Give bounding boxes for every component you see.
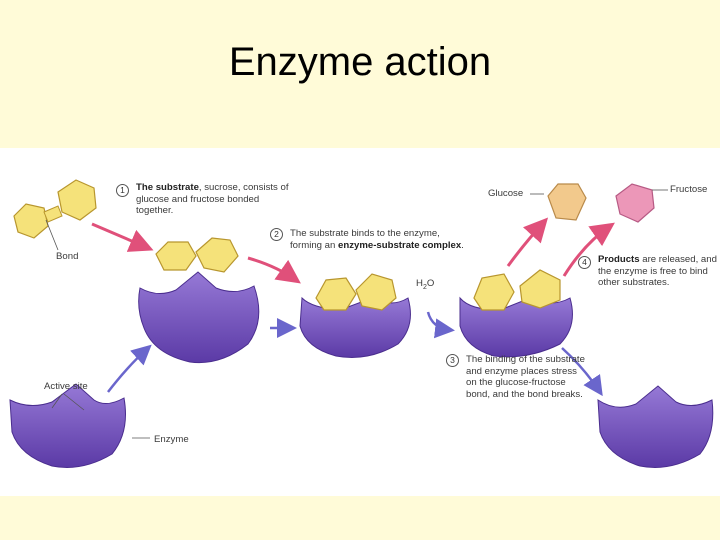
- substrate-approaching: [155, 237, 239, 273]
- enzyme-bond-breaking: [459, 269, 573, 358]
- step-4-rest: are released, and the enzyme is free to …: [598, 254, 717, 288]
- step-4-bold: Products: [598, 254, 640, 265]
- label-water-o: O: [426, 278, 435, 289]
- label-water-h: H: [416, 278, 423, 289]
- step-2-text: The substrate binds to the enzyme, formi…: [290, 228, 465, 251]
- arrow-2: [247, 256, 301, 284]
- substrate-sucrose-free: [13, 179, 97, 239]
- label-bond: Bond: [56, 251, 79, 262]
- arrow-water: [426, 311, 455, 339]
- arrow-fructose: [562, 222, 615, 277]
- step-4-text: Products are released, and the enzyme is…: [598, 254, 718, 289]
- step-3-number: 3: [446, 354, 459, 367]
- step-2-number: 2: [270, 228, 283, 241]
- enzyme-recycled-right: [597, 385, 714, 468]
- label-enzyme: Enzyme: [154, 434, 189, 445]
- step-1-bold: The substrate: [136, 182, 199, 193]
- fructose-product: [615, 183, 655, 223]
- step-1-rest: , sucrose, consists of glucose and fruct…: [136, 182, 289, 216]
- enzyme-diagram: [9, 179, 714, 468]
- step-3-text: The binding of the substrate and enzyme …: [466, 354, 585, 400]
- label-glucose: Glucose: [488, 188, 524, 199]
- arrow-glucose: [506, 217, 549, 267]
- step-2-post: .: [461, 239, 464, 251]
- step-2-pre: The substrate binds to the enzyme, formi…: [290, 228, 440, 251]
- label-water: H2O: [416, 278, 434, 291]
- arrow-1: [91, 222, 154, 252]
- step-2-bold: enzyme-substrate complex: [338, 239, 462, 251]
- bond-pointer: [45, 219, 59, 251]
- arrow-recycle-left: [107, 344, 152, 393]
- label-water-sub: 2: [422, 283, 427, 291]
- glucose-product: [547, 183, 587, 221]
- label-fructose: Fructose: [670, 184, 708, 195]
- enzyme-substrate-complex: [299, 273, 411, 358]
- enzyme-recycled-left: [9, 383, 126, 468]
- step-1-text: The substrate, sucrose, consists of gluc…: [136, 182, 296, 217]
- enzyme-free: [138, 271, 260, 364]
- step-4-number: 4: [578, 256, 591, 269]
- arrow-recycle-right: [561, 347, 603, 397]
- slide-bottom-band: [0, 496, 720, 540]
- label-active-site: Active site: [44, 381, 88, 392]
- step-1-number: 1: [116, 184, 129, 197]
- slide-title: Enzyme action: [228, 40, 492, 84]
- diagram-panel: 1 The substrate, sucrose, consists of gl…: [0, 148, 720, 496]
